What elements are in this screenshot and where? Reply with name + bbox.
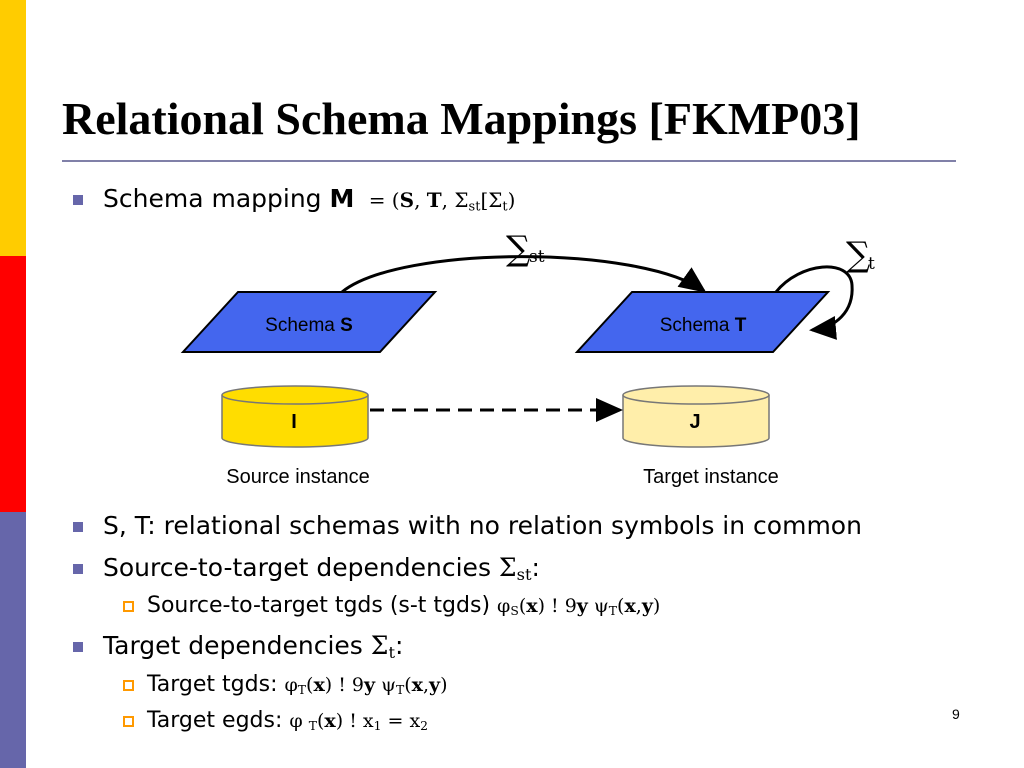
colon: :	[531, 553, 540, 582]
mapping-sigma-st: Σ	[454, 188, 469, 212]
mapping-prefix: Schema mapping	[103, 184, 330, 213]
args-x: x	[624, 595, 636, 617]
sigma-t-inline-sub: t	[388, 643, 395, 663]
target-instance-cylinder	[622, 385, 770, 448]
mapping-eq: = (	[368, 188, 400, 212]
mapping-m: M	[329, 184, 355, 213]
x2-sub: 2	[420, 719, 429, 734]
phi-sub: T	[297, 683, 307, 698]
mapping-comma2: ,	[441, 188, 455, 212]
bullet-target-dependencies: Target dependencies Σt:	[73, 631, 404, 663]
mapping-sigma-t: Σ	[488, 188, 503, 212]
bullet-square-icon	[73, 564, 83, 574]
title-divider	[62, 160, 956, 162]
y-var: y	[364, 674, 376, 696]
implication: ! 9	[332, 674, 365, 696]
sigma-st-inline-sub: st	[516, 565, 532, 585]
mapping-t: T	[426, 188, 442, 212]
instance-i-label: I	[291, 411, 297, 433]
x-var: x	[324, 710, 336, 732]
phi-symbol: φ	[284, 674, 298, 696]
psi-symbol: ψ	[593, 595, 609, 617]
schema-s-label: Schema S	[265, 315, 353, 336]
x2-var: x	[409, 710, 421, 732]
mapping-close: )	[507, 188, 516, 212]
sub-target-egds: Target egds: φ T(x) ! x1 = x2	[123, 708, 429, 734]
t-self-loop-arrow	[774, 265, 854, 340]
slide-title: Relational Schema Mappings [FKMP03]	[62, 93, 861, 144]
source-instance-cylinder	[221, 385, 369, 448]
sub-target-tgds: Target tgds: φT(x) ! 9y ψT(x,y)	[123, 672, 448, 698]
bullet-st-dependencies-text: Source-to-target dependencies	[103, 553, 499, 582]
target-tgds-text: Target tgds:	[147, 672, 285, 697]
hollow-square-bullet-icon	[123, 716, 134, 727]
bullet-square-icon	[73, 195, 83, 205]
st-mapping-arrow	[341, 255, 707, 294]
sub-st-tgds: Source-to-target tgds (s-t tgds) φS(x) !…	[123, 593, 660, 619]
schema-s-shape	[180, 291, 438, 353]
y-var: y	[576, 595, 588, 617]
psi-sub: T	[396, 683, 405, 698]
page-number: 9	[952, 706, 960, 722]
hollow-square-bullet-icon	[123, 601, 134, 612]
bullet-relational-schemas-text: S, T: relational schemas with no relatio…	[103, 511, 862, 540]
bullet-square-icon	[73, 642, 83, 652]
accent-stripe-red	[0, 256, 26, 512]
sigma-t-symbol: ∑	[846, 235, 870, 275]
args-y: y	[641, 595, 653, 617]
psi-sub: T	[608, 604, 618, 619]
instance-j-label: J	[689, 411, 700, 433]
phi-sub: S	[510, 604, 519, 619]
args-comma: ,	[635, 595, 642, 617]
mapping-t-sub: t	[502, 199, 508, 215]
bullet-st-dependencies: Source-to-target dependencies Σst:	[73, 553, 540, 585]
x-var: x	[526, 595, 538, 617]
st-tgds-text: Source-to-target tgds (s-t tgds)	[147, 593, 498, 618]
args-x: x	[411, 674, 423, 696]
sigma-t-inline: Σ	[370, 631, 389, 660]
colon: :	[395, 631, 404, 660]
source-instance-label: Source instance	[226, 466, 369, 488]
mapping-bracket: [	[480, 188, 489, 212]
args-y: y	[429, 674, 441, 696]
mapping-s: S	[399, 188, 415, 212]
phi-symbol: φ	[497, 595, 511, 617]
phi-symbol: φ	[289, 710, 303, 732]
bullet-schema-mapping: Schema mapping M = (S, T, Σst[Σt)	[73, 184, 516, 215]
target-egds-text: Target egds:	[147, 708, 290, 733]
hollow-square-bullet-icon	[123, 680, 134, 691]
bullet-target-dependencies-text: Target dependencies	[103, 631, 371, 660]
schema-t-label: Schema T	[660, 315, 747, 336]
mapping-comma1: ,	[414, 188, 427, 212]
implication: ! 9	[544, 595, 577, 617]
phi-sub: T	[308, 719, 317, 734]
x1-sub: 1	[373, 719, 382, 734]
mapping-st-sub: st	[468, 199, 481, 215]
equals: =	[381, 710, 410, 732]
target-instance-label: Target instance	[643, 466, 779, 488]
x1-var: x	[362, 710, 374, 732]
sigma-st-inline: Σ	[498, 553, 517, 582]
psi-symbol: ψ	[381, 674, 397, 696]
sigma-st-symbol: ∑	[506, 229, 530, 269]
bullet-square-icon	[73, 522, 83, 532]
accent-stripe-purple	[0, 512, 26, 768]
x-var: x	[313, 674, 325, 696]
args-comma: ,	[423, 674, 430, 696]
schema-t-shape	[574, 291, 831, 353]
sigma-t-sub: t	[868, 254, 875, 274]
bullet-relational-schemas: S, T: relational schemas with no relatio…	[73, 511, 862, 540]
implication: !	[343, 710, 363, 732]
accent-stripe-yellow	[0, 0, 26, 256]
